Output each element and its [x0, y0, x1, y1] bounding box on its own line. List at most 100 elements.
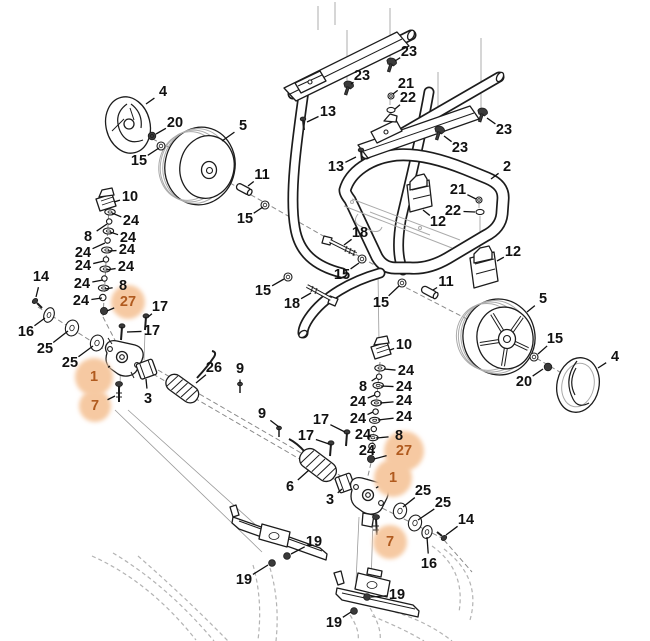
clip-12-upper [406, 173, 433, 213]
callout-leader-17 [126, 330, 142, 333]
callout-24[interactable]: 24 [359, 443, 375, 459]
callout-2[interactable]: 2 [503, 159, 511, 175]
callout-23[interactable]: 23 [452, 140, 468, 156]
callout-26[interactable]: 26 [206, 360, 222, 376]
callout-17[interactable]: 17 [313, 412, 329, 428]
callout-24[interactable]: 24 [123, 213, 139, 229]
callout-19[interactable]: 19 [389, 587, 405, 603]
callout-3[interactable]: 3 [326, 492, 334, 508]
callout-8[interactable]: 8 [84, 229, 92, 245]
callout-15[interactable]: 15 [373, 295, 389, 311]
callout-14[interactable]: 14 [458, 512, 474, 528]
callout-13[interactable]: 13 [328, 159, 344, 175]
spring-26 [165, 350, 217, 404]
callout-22[interactable]: 22 [445, 203, 461, 219]
callout-leader-14 [35, 287, 40, 298]
callout-20[interactable]: 20 [516, 374, 532, 390]
callout-24[interactable]: 24 [120, 230, 136, 246]
callout-25[interactable]: 25 [415, 483, 431, 499]
callout-24[interactable]: 24 [350, 411, 366, 427]
callout-24[interactable]: 24 [355, 427, 371, 443]
callout-10[interactable]: 10 [122, 189, 138, 205]
callout-24[interactable]: 24 [398, 363, 414, 379]
left-wheel-part-5 [158, 126, 236, 206]
callout-leader-8 [96, 223, 108, 232]
callout-24[interactable]: 24 [350, 394, 366, 410]
callout-16[interactable]: 16 [421, 556, 437, 572]
callout-19[interactable]: 19 [236, 572, 252, 588]
callout-11[interactable]: 11 [438, 274, 453, 290]
handle-rail-upper [283, 29, 417, 102]
callout-leader-23 [486, 117, 496, 125]
spring-6 [288, 438, 338, 483]
callout-15[interactable]: 15 [255, 283, 271, 299]
callout-10[interactable]: 10 [396, 337, 412, 353]
callout-16[interactable]: 16 [18, 324, 34, 340]
callout-23[interactable]: 23 [354, 68, 370, 84]
callout-15[interactable]: 15 [547, 331, 563, 347]
callout-14[interactable]: 14 [33, 269, 49, 285]
callout-24[interactable]: 24 [75, 258, 91, 274]
callout-25[interactable]: 25 [435, 495, 451, 511]
callout-23[interactable]: 23 [401, 44, 417, 60]
callout-leader-15 [271, 278, 285, 287]
callout-19[interactable]: 19 [306, 534, 322, 550]
callout-5[interactable]: 5 [539, 291, 547, 307]
callout-25[interactable]: 25 [62, 355, 78, 371]
callout-11[interactable]: 11 [254, 167, 269, 183]
callout-leader-17 [315, 438, 330, 445]
callout-22[interactable]: 22 [400, 90, 416, 106]
callout-leader-5 [221, 131, 235, 142]
callout-1-highlighted[interactable]: 1 [389, 470, 397, 486]
callout-15[interactable]: 15 [131, 153, 147, 169]
highlight-circle-27 [111, 285, 145, 319]
callout-7-highlighted[interactable]: 7 [91, 398, 99, 414]
left-hubcap-part-4 [104, 96, 152, 154]
callout-4[interactable]: 4 [159, 84, 167, 100]
callout-leader-17 [147, 313, 153, 318]
callout-12[interactable]: 12 [505, 244, 521, 260]
callout-8[interactable]: 8 [119, 278, 127, 294]
callout-27-highlighted[interactable]: 27 [396, 443, 412, 459]
callout-20[interactable]: 20 [167, 115, 183, 131]
callout-9[interactable]: 9 [258, 406, 266, 422]
callout-24[interactable]: 24 [74, 276, 90, 292]
callout-9[interactable]: 9 [236, 361, 244, 377]
callout-8[interactable]: 8 [395, 428, 403, 444]
callout-4[interactable]: 4 [611, 349, 619, 365]
callout-7-highlighted[interactable]: 7 [386, 534, 394, 550]
callout-23[interactable]: 23 [496, 122, 512, 138]
callout-17[interactable]: 17 [298, 428, 314, 444]
callout-21[interactable]: 21 [398, 76, 414, 92]
callout-6[interactable]: 6 [286, 479, 294, 495]
callout-17[interactable]: 17 [152, 299, 168, 315]
callout-24[interactable]: 24 [119, 242, 135, 258]
callout-leader-13 [345, 156, 357, 163]
callout-24[interactable]: 24 [396, 409, 412, 425]
callout-24[interactable]: 24 [118, 259, 134, 275]
callout-18[interactable]: 18 [284, 296, 300, 312]
callout-3[interactable]: 3 [144, 391, 152, 407]
callout-leader-11 [247, 180, 255, 187]
callout-18[interactable]: 18 [352, 225, 368, 241]
callout-25[interactable]: 25 [37, 341, 53, 357]
callout-leader-25 [402, 497, 416, 508]
callout-27-highlighted[interactable]: 27 [120, 294, 136, 310]
callout-8[interactable]: 8 [359, 379, 367, 395]
callout-21[interactable]: 21 [450, 182, 466, 198]
callout-17[interactable]: 17 [144, 323, 160, 339]
callout-15[interactable]: 15 [334, 267, 350, 283]
callout-15[interactable]: 15 [237, 211, 253, 227]
callout-1-highlighted[interactable]: 1 [90, 369, 98, 385]
callout-24[interactable]: 24 [396, 393, 412, 409]
callout-13[interactable]: 13 [320, 104, 336, 120]
callout-12[interactable]: 12 [430, 214, 446, 230]
callout-leader-12 [422, 209, 431, 216]
right-hubcap-part-4 [556, 357, 600, 413]
callout-19[interactable]: 19 [326, 615, 342, 631]
callout-24[interactable]: 24 [73, 293, 89, 309]
callout-5[interactable]: 5 [239, 118, 247, 134]
callout-24[interactable]: 24 [75, 245, 91, 261]
callout-24[interactable]: 24 [396, 379, 412, 395]
